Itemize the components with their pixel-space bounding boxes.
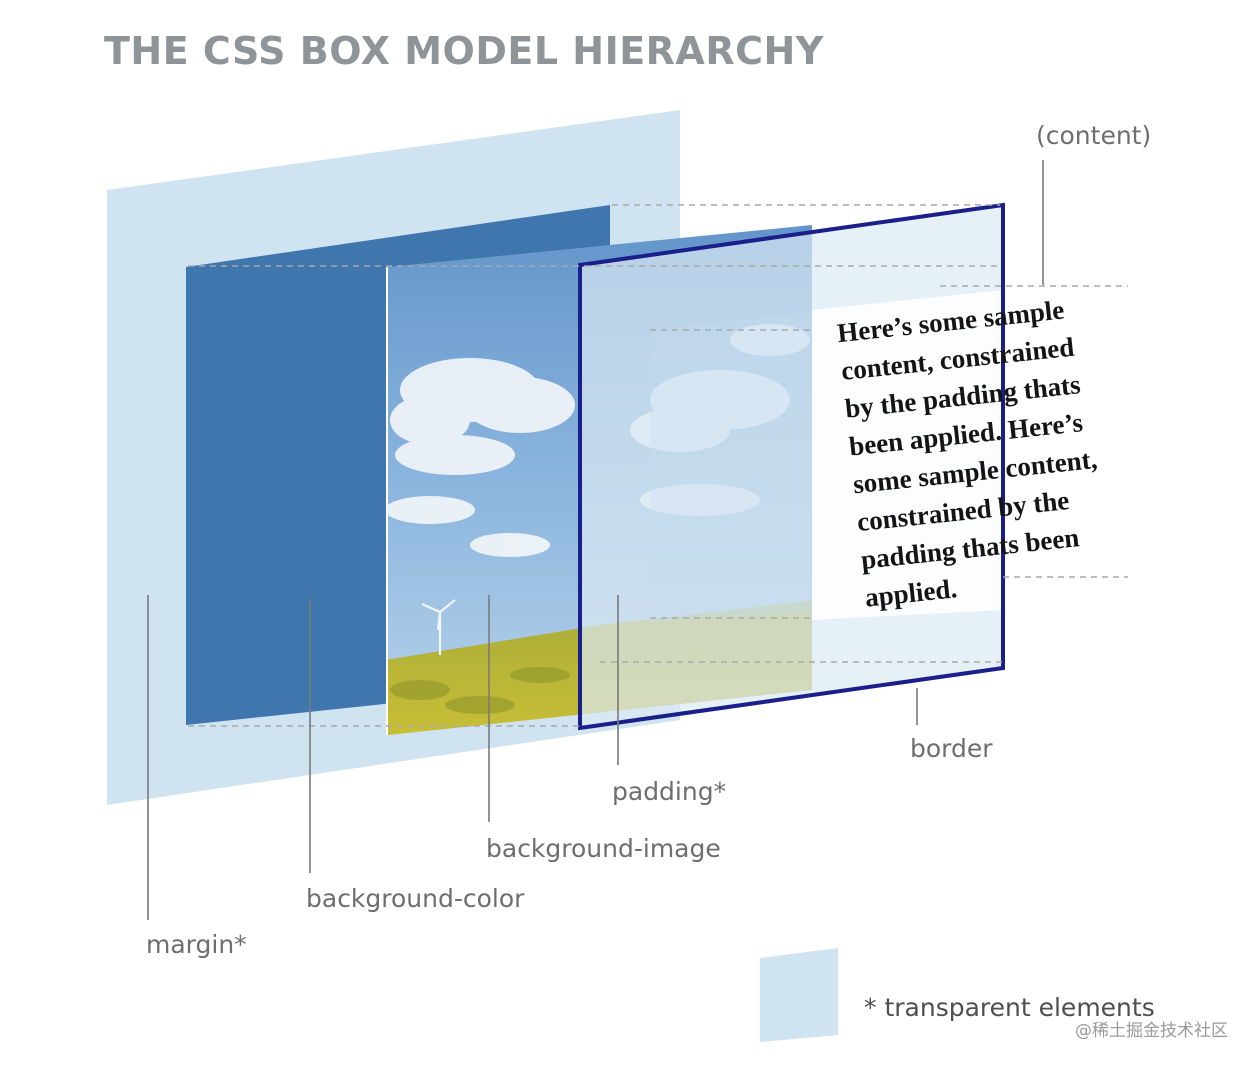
border-layer xyxy=(578,202,1005,731)
background-image-label: background-image xyxy=(486,834,721,863)
watermark-text: @稀土掘金技术社区 xyxy=(1075,1021,1228,1041)
content-label: (content) xyxy=(1036,121,1151,150)
legend-swatch xyxy=(760,948,838,1042)
content-window xyxy=(650,312,812,622)
margin-label: margin* xyxy=(146,930,247,959)
legend-label: * transparent elements xyxy=(864,993,1155,1022)
padding-label: padding* xyxy=(612,777,726,806)
wind-turbine-icon xyxy=(421,599,456,655)
content-area xyxy=(812,290,1003,620)
dashed-guides xyxy=(188,204,1128,727)
diagram-title: THE CSS BOX MODEL HIERARCHY xyxy=(104,29,824,73)
leader-lines xyxy=(147,160,1044,920)
background-color-label: background-color xyxy=(306,884,525,913)
border-label: border xyxy=(910,734,993,763)
